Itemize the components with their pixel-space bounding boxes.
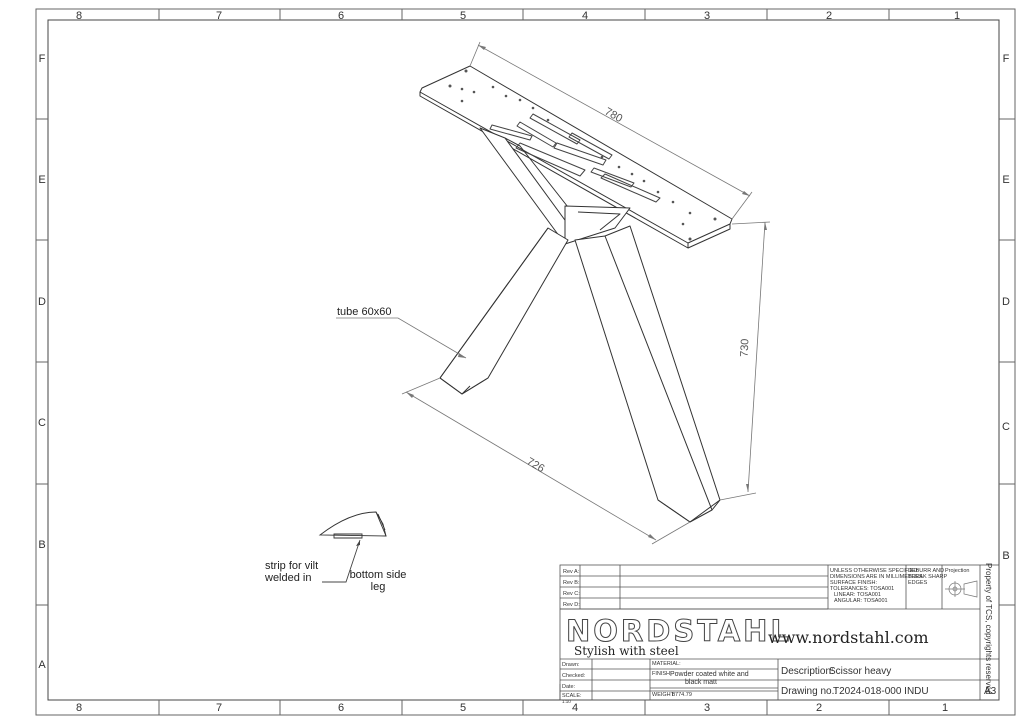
dimension-lines: [336, 41, 771, 545]
dimension-width: 726: [525, 456, 547, 476]
dimension-length: 780: [603, 106, 625, 125]
zone-dividers: [36, 9, 1015, 715]
zone-col-top: 2: [826, 10, 832, 22]
rev-d-label: Rev D:: [563, 602, 580, 608]
zone-row-right: B: [1002, 550, 1009, 562]
bottom-note-line2: leg: [371, 581, 386, 593]
general-note: TOLERANCES: TOSA001: [830, 586, 894, 592]
zone-row-left: E: [38, 174, 45, 186]
weight-label: WEIGHT:: [652, 692, 675, 698]
bottom-note-line1: bottom side: [350, 569, 407, 581]
rev-b-label: Rev B:: [563, 580, 580, 586]
description-label: Description:: [781, 666, 834, 677]
zone-row-left: F: [39, 53, 46, 65]
copyright-note: Property of TCS, copyrights reserved: [984, 563, 993, 694]
zone-row-left: A: [38, 659, 46, 671]
scale-label: SCALE:: [562, 693, 582, 699]
zone-col-bottom: 6: [338, 702, 344, 714]
tube-annotation: tube 60x60: [337, 306, 391, 318]
zone-col-top: 8: [76, 10, 82, 22]
zone-col-top: 4: [582, 10, 588, 22]
deburr-note: BREAK SHARP: [908, 574, 947, 580]
general-note: ANGULAR: TOSA001: [834, 598, 888, 604]
deburr-note: DEBURR AND: [908, 568, 944, 574]
zone-col-bottom: 8: [76, 702, 82, 714]
strip-note-line2: welded in: [264, 572, 311, 584]
zone-col-bottom: 4: [572, 702, 578, 714]
rev-c-label: Rev C:: [563, 591, 580, 597]
drawing-no-label: Drawing no.:: [781, 686, 837, 697]
brand-website: www.nordstahl.com: [768, 628, 929, 647]
drawn-label: Drawn:: [562, 662, 580, 668]
detail-view: [318, 511, 387, 583]
zone-col-bottom: 1: [942, 702, 948, 714]
deburr-note: EDGES: [908, 580, 928, 586]
material-label: MATERIAL:: [652, 661, 681, 667]
finish-label: FINISH:: [652, 671, 672, 677]
scale-value: 1:10: [562, 699, 571, 704]
brand-tagline: Stylish with steel: [574, 644, 679, 658]
zone-col-bottom: 2: [816, 702, 822, 714]
zone-col-top: 6: [338, 10, 344, 22]
weight-value: 8774.79: [672, 692, 692, 698]
zone-row-right: F: [1003, 53, 1010, 65]
top-plate: [419, 65, 733, 249]
sheet-size: A3: [984, 686, 997, 697]
description-value: Scissor heavy: [829, 666, 891, 677]
checked-label: Checked:: [562, 673, 586, 679]
zone-col-top: 3: [704, 10, 710, 22]
dimension-arrows: [406, 45, 767, 540]
finish-line1: Powder coated white and: [670, 671, 749, 678]
rev-a-label: Rev A:: [563, 569, 580, 575]
zone-row-left: B: [38, 539, 45, 551]
plate-holes: [448, 69, 717, 241]
title-block: [559, 564, 1000, 701]
zone-row-right: C: [1002, 421, 1010, 433]
strip-note-line1: strip for vilt: [265, 560, 318, 572]
zone-row-left: C: [38, 417, 46, 429]
zone-col-bottom: 5: [460, 702, 466, 714]
zone-col-top: 5: [460, 10, 466, 22]
table-leg-drawing: [419, 65, 733, 523]
front-leg-tube: [574, 225, 721, 523]
finish-line2: black matt: [685, 679, 717, 686]
left-leg-tube: [439, 227, 569, 395]
projection-symbol-icon: [945, 580, 978, 598]
general-note: LINEAR: TOSA001: [834, 592, 881, 598]
detail-arrow: [356, 540, 360, 546]
zone-row-right: D: [1002, 296, 1010, 308]
zone-col-top: 1: [954, 10, 960, 22]
plate-slots: [489, 113, 661, 203]
general-note: UNLESS OTHERWISE SPECIFIED:: [830, 568, 919, 574]
zone-row-right: E: [1002, 174, 1009, 186]
zone-col-top: 7: [216, 10, 222, 22]
projection-label: Projection: [945, 568, 969, 574]
junction-block: [564, 205, 631, 245]
date-label: Date:: [562, 684, 576, 690]
zone-col-bottom: 7: [216, 702, 222, 714]
general-note: DIMENSIONS ARE IN MILLIMETERS: [830, 574, 923, 580]
zone-row-left: D: [38, 296, 46, 308]
brand-logo: NORDSTAHL: [566, 614, 792, 648]
dimension-height: 730: [739, 338, 752, 357]
drawing-no-value: T2024-018-000 INDU: [833, 686, 929, 697]
zone-col-bottom: 3: [704, 702, 710, 714]
general-note: SURFACE FINISH:: [830, 580, 878, 586]
